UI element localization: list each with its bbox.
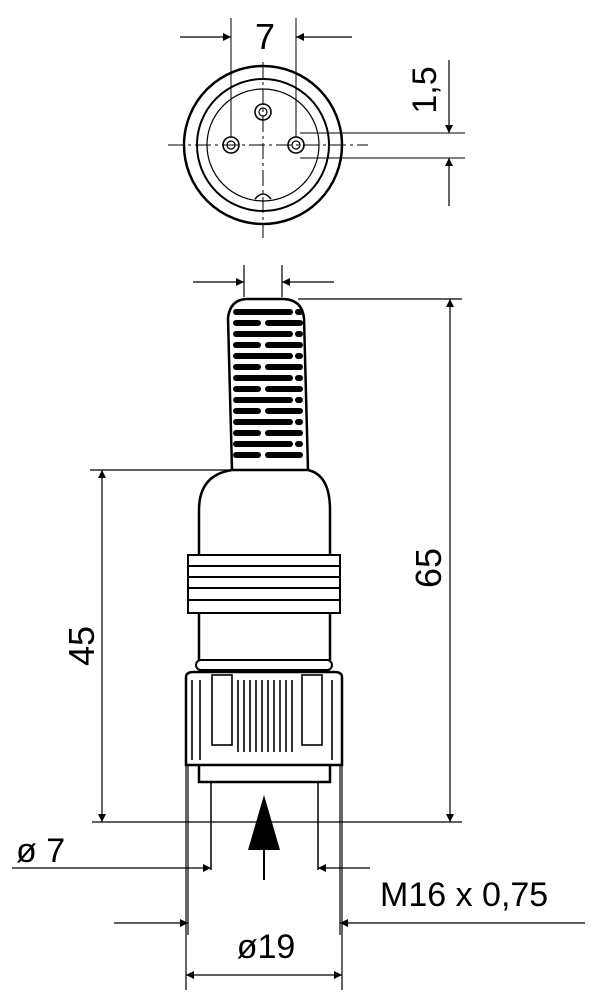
coding-key	[254, 193, 272, 200]
dim-body-length-label: 45	[61, 626, 102, 666]
thread-outline	[187, 554, 341, 614]
coupling-nut-outline	[184, 670, 344, 767]
dim-overall-length-label: 65	[408, 548, 449, 588]
strain-relief-slots	[233, 309, 303, 458]
dim-outer-diameter-label: ø19	[237, 928, 296, 966]
housing-middle	[197, 613, 332, 660]
locking-ring-top	[195, 659, 333, 671]
side-dimensions	[12, 265, 585, 990]
dim-thread-label: M16 x 0,75	[380, 876, 548, 914]
coupling-nut-knurling	[191, 680, 333, 760]
housing-body	[197, 468, 332, 555]
coupling-nut-bottom	[197, 765, 332, 784]
dim-pin-spacing-label: 7	[255, 16, 275, 57]
front-view	[168, 18, 465, 238]
side-view	[184, 297, 344, 870]
dim-pin-offset-label: 1,5	[406, 66, 444, 113]
dim-cable-diameter-label: ø 7	[16, 832, 65, 870]
coupling-nut-window-right	[301, 674, 323, 746]
coupling-nut-window-left	[211, 674, 233, 746]
thread-section	[187, 554, 341, 614]
